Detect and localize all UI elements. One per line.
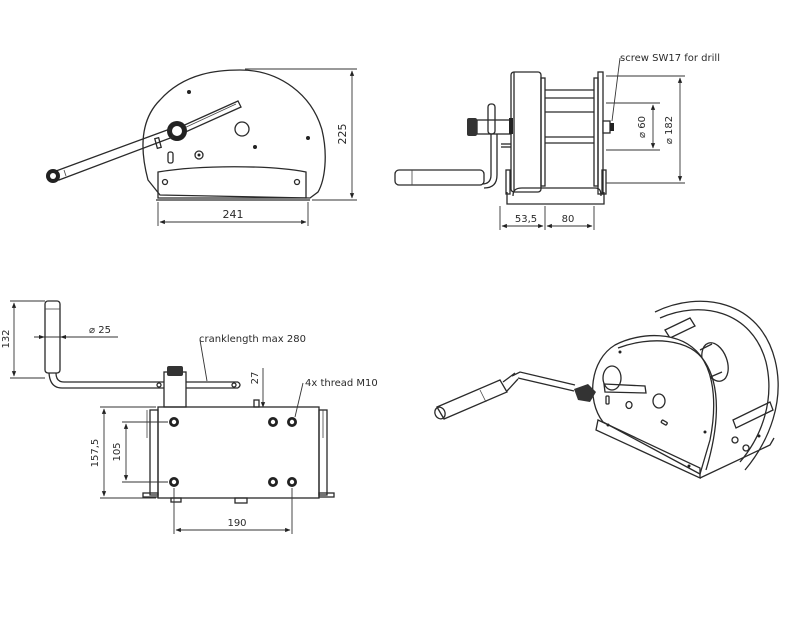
top-view: 132 ⌀ 25 cranklength max 280 27 4x threa…	[1, 300, 378, 534]
dim-handle-dia: ⌀ 25	[89, 325, 111, 336]
annotation-thread: 4x thread M10	[305, 378, 378, 389]
dim-hole-spacing-y: 105	[112, 442, 123, 461]
annotation-screw: screw SW17 for drill	[620, 53, 720, 64]
dim-offset: 53,5	[515, 214, 537, 225]
dim-depth: 157,5	[90, 439, 101, 468]
dim-width: 241	[223, 208, 244, 221]
dim-hole-spacing-x: 190	[227, 518, 246, 529]
dim-drum-dia: ⌀ 60	[637, 116, 648, 138]
side-view: screw SW17 for drill ⌀ 60 ⌀ 182 53,5 80	[394, 53, 720, 230]
dim-height: 225	[336, 124, 349, 145]
annotation-crank: cranklength max 280	[199, 334, 306, 345]
dim-top-offset: 27	[250, 372, 261, 385]
front-view: 241 225	[46, 68, 357, 226]
bolt-holes	[169, 417, 297, 487]
dim-drum-width: 80	[562, 214, 575, 225]
dim-handle-length: 132	[1, 329, 12, 348]
isometric-view	[434, 300, 779, 480]
dim-flange-dia: ⌀ 182	[664, 116, 675, 144]
